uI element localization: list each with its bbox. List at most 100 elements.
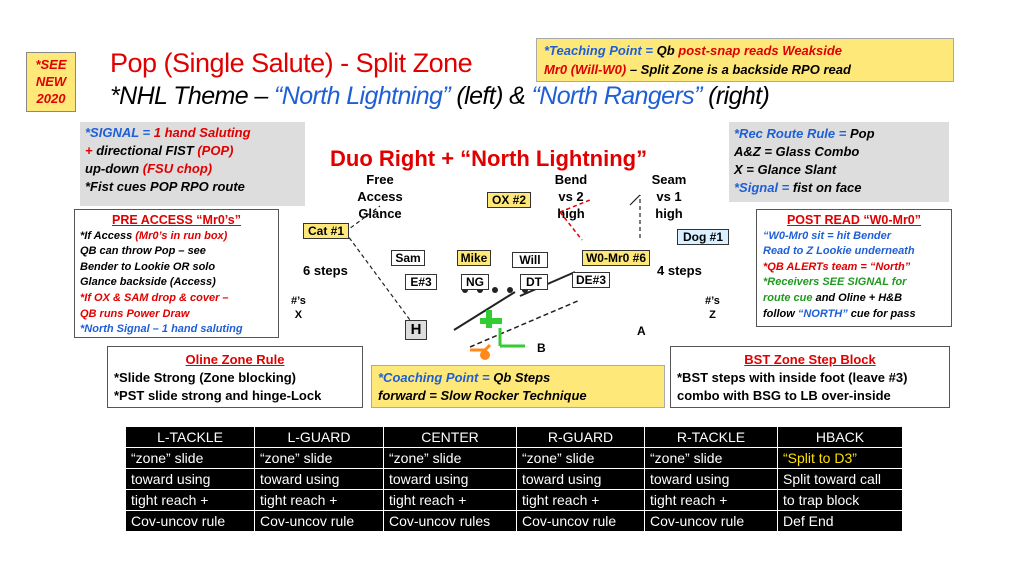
post-line-green: route cue (763, 291, 813, 304)
teaching-point-box: *Teaching Point = Qb post-snap reads Wea… (536, 38, 954, 82)
header-center: CENTER (383, 426, 517, 448)
tp-label: *Teaching Point = (544, 43, 657, 58)
post-north: “NORTH” (797, 307, 848, 320)
pre-line-red: QB runs Power Draw (80, 307, 190, 320)
table-cell: Cov-uncov rule (644, 510, 778, 532)
signal-pop: (POP) (197, 143, 234, 158)
a-receiver: A (637, 324, 646, 338)
left-numbers-label: #’s X (291, 294, 306, 322)
label-line: #’s (291, 295, 306, 307)
rec-line: X = Glance Slant (734, 162, 837, 177)
pre-access-title: PRE ACCESS “Mr0’s” (112, 213, 241, 227)
label-line: Glance (358, 206, 402, 221)
post-line-red: *QB ALERTs team = “North” (763, 260, 911, 273)
table-cell-highlight: “Split to D3” (777, 447, 903, 469)
coach-label: *Coaching Point = (378, 370, 494, 385)
badge-line: NEW (35, 74, 67, 89)
cat-player: Cat #1 (303, 223, 349, 239)
table-cell: tight reach + (516, 489, 645, 511)
receiver-route-rule-box: *Rec Route Rule = Pop A&Z = Glass Combo … (729, 122, 949, 202)
pre-line: QB can throw Pop – see (80, 245, 206, 258)
label-line: vs 1 (656, 189, 682, 204)
glance-route-line (344, 231, 411, 321)
post-line-green: *Receivers SEE SIGNAL for (763, 276, 907, 289)
post-line: and Oline + H&B (812, 291, 903, 304)
pre-line: Bender to Lookie OR solo (80, 260, 216, 273)
pre-line-red: *If OX & SAM drop & cover – (80, 291, 229, 304)
rec-label: *Rec Route Rule = (734, 126, 850, 141)
pre-line-red: (Mr0’s in run box) (135, 229, 228, 242)
table-cell: toward using (383, 468, 517, 490)
tp-text: post-snap reads Weakside (674, 43, 843, 58)
label-line: Seam (651, 172, 687, 187)
label-line: Access (357, 189, 403, 204)
table-cell: tight reach + (254, 489, 384, 511)
seam-label: Seam vs 1 high (643, 171, 695, 222)
signal-value: 1 hand Saluting (153, 125, 251, 140)
subtitle-part: *NHL Theme – (110, 82, 275, 110)
oline-line: *Slide Strong (Zone blocking) (114, 370, 296, 385)
subtitle-part: (left) & (450, 82, 532, 110)
label-line: Z (709, 309, 716, 321)
oline-line: *PST slide strong and hinge-Lock (114, 388, 322, 403)
pre-line-blue: *North Signal – 1 hand saluting (80, 323, 243, 336)
subtitle-part: (right) (701, 82, 770, 110)
de3-player: DE#3 (572, 272, 610, 288)
six-steps-label: 6 steps (303, 263, 348, 278)
signal-text: up-down (85, 161, 143, 176)
dt-player: DT (520, 274, 548, 290)
see-new-2020-badge: *SEE NEW 2020 (26, 52, 76, 112)
tp-qb: Qb (656, 43, 675, 58)
badge-line: 2020 (36, 91, 66, 106)
free-access-glance-label: Free Access Glance (348, 171, 412, 222)
table-row: tight reach + tight reach + tight reach … (125, 489, 903, 511)
pre-line: Glance backside (Access) (80, 276, 216, 289)
post-read-box: POST READ “W0-Mr0” “W0-Mr0 sit = hit Ben… (756, 209, 952, 327)
qb-route-line (469, 299, 581, 348)
hback-marker (480, 350, 490, 360)
bst-zone-step-box: BST Zone Step Block *BST steps with insi… (670, 346, 950, 408)
table-cell: toward using (516, 468, 645, 490)
nose-guard-player: NG (461, 274, 489, 290)
bend-label: Bend vs 2 high (545, 171, 597, 222)
table-cell: Cov-uncov rule (254, 510, 384, 532)
rec-signal-value: fist on face (792, 180, 862, 195)
table-cell: toward using (644, 468, 778, 490)
play-title: Duo Right + “North Lightning” (330, 146, 648, 171)
subtitle-north-rangers: “North Rangers” (531, 82, 703, 110)
signal-label: *SIGNAL = (85, 125, 154, 140)
signal-plus: + (85, 143, 93, 158)
bst-title: BST Zone Step Block (744, 352, 876, 367)
signal-box: *SIGNAL = 1 hand Saluting + directional … (80, 122, 305, 206)
mike-player: Mike (457, 250, 491, 266)
table-cell: to trap block (777, 489, 903, 511)
post-line: cue for pass (847, 307, 916, 320)
table-cell: Cov-uncov rule (125, 510, 255, 532)
sam-player: Sam (391, 250, 425, 266)
table-cell: “zone” slide (644, 447, 778, 469)
page-title: Pop (Single Salute) - Split Zone (110, 48, 473, 78)
table-cell: toward using (125, 468, 255, 490)
right-numbers-label: #’s Z (705, 294, 720, 322)
table-cell: Cov-uncov rules (383, 510, 517, 532)
coach-qb: Qb Steps (493, 370, 551, 385)
badge-line: *SEE (35, 57, 67, 72)
label-line: #’s (705, 295, 720, 307)
will-player: Will (512, 252, 548, 268)
bst-line: *BST steps with inside foot (leave #3) (677, 370, 908, 385)
post-line: Read to Z Lookie underneath (763, 245, 915, 258)
table-header-row: L-TACKLE L-GUARD CENTER R-GUARD R-TACKLE… (125, 426, 903, 448)
label-line: high (557, 206, 585, 221)
header-l-tackle: L-TACKLE (125, 426, 255, 448)
lineman-marker (507, 287, 513, 293)
label-line: X (294, 309, 303, 321)
table-cell: Cov-uncov rule (516, 510, 645, 532)
rec-value: Pop (849, 126, 875, 141)
signal-fsu: (FSU chop) (142, 161, 213, 176)
table-cell: tight reach + (644, 489, 778, 511)
coach-text: forward = Slow Rocker Technique (378, 388, 587, 403)
ox-player: OX #2 (487, 192, 531, 208)
table-row: Cov-uncov rule Cov-uncov rule Cov-uncov … (125, 510, 903, 532)
page-subtitle: *NHL Theme – “North Lightning” (left) & … (110, 82, 770, 111)
table-row: toward using toward using toward using t… (125, 468, 903, 490)
